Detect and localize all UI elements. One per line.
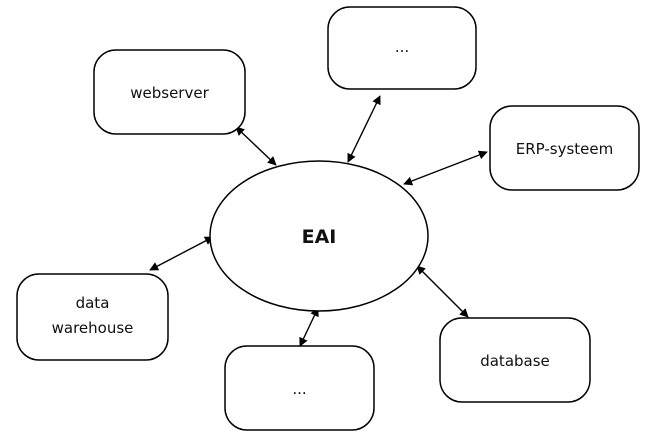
- connector-top: [347, 95, 381, 163]
- node-box: [439, 317, 591, 403]
- node-webserver: webserver: [93, 49, 246, 135]
- node-box: [224, 345, 375, 431]
- node-label: ...: [292, 380, 306, 398]
- node-database: database: [439, 317, 591, 403]
- node-label: ...: [395, 38, 409, 56]
- node-label-line-2: warehouse: [52, 319, 134, 337]
- node-label: ERP-systeem: [516, 140, 614, 158]
- connector-webserver: [235, 126, 277, 166]
- node-box: [16, 273, 169, 361]
- node-label-line-1: data: [76, 294, 110, 312]
- hub-ellipse: [209, 160, 429, 312]
- node-label: database: [480, 352, 550, 370]
- node-box: [489, 105, 640, 191]
- node-box: [93, 49, 246, 135]
- node-label: webserver: [130, 84, 209, 102]
- node-top: ...: [327, 6, 477, 90]
- node-erp: ERP-systeem: [489, 105, 640, 191]
- node-data-warehouse: data warehouse: [16, 273, 169, 361]
- connector-erp: [403, 150, 488, 186]
- connector-data-warehouse: [149, 236, 214, 271]
- node-bottom: ...: [224, 345, 375, 431]
- node-box: [327, 6, 477, 90]
- connectors: [149, 95, 488, 347]
- hub-node: EAI: [209, 160, 429, 312]
- hub-label: EAI: [302, 226, 337, 248]
- connector-database: [416, 265, 469, 318]
- connector-bottom: [299, 307, 319, 347]
